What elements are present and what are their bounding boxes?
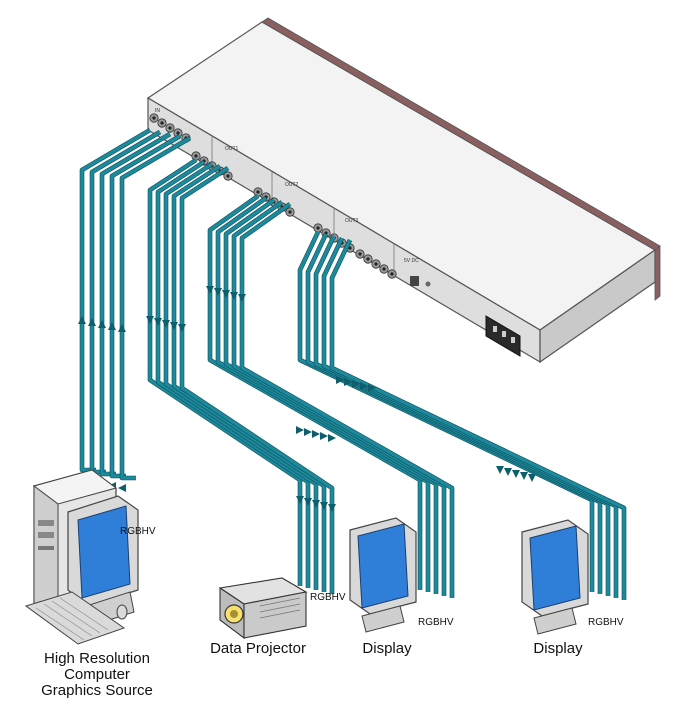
signal-arrow bbox=[320, 432, 328, 440]
cable-bundle-out3-wire bbox=[330, 239, 626, 600]
signal-arrow bbox=[230, 292, 238, 300]
signal-arrow bbox=[344, 378, 352, 386]
bnc-connector-pin bbox=[160, 121, 164, 125]
signal-arrow bbox=[360, 382, 368, 390]
source-label-line-2: Computer bbox=[64, 666, 130, 683]
bnc-connector-pin bbox=[366, 257, 370, 261]
bnc-connector-pin bbox=[358, 252, 362, 256]
bnc-connector-pin bbox=[256, 190, 260, 194]
cable-bundle-out2-wire bbox=[240, 202, 454, 598]
signal-arrow bbox=[312, 500, 320, 508]
rgbhv-label-projector: RGBHV bbox=[310, 592, 346, 603]
signal-arrow bbox=[108, 322, 116, 330]
bnc-connector-pin bbox=[152, 116, 156, 120]
display-1 bbox=[349, 517, 417, 633]
computer-keyboard bbox=[24, 591, 126, 645]
bnc-connector-pin bbox=[226, 174, 230, 178]
dc-power-led bbox=[425, 281, 431, 287]
signal-arrow bbox=[146, 316, 154, 324]
display-1-screen bbox=[357, 523, 409, 609]
distribution-amplifier: IN OUT1 OUT2 OUT3 5V DC bbox=[146, 17, 661, 364]
signal-arrow bbox=[222, 290, 230, 298]
signal-arrow bbox=[368, 384, 376, 392]
display-2 bbox=[521, 519, 589, 635]
signal-arrow bbox=[320, 502, 328, 510]
signal-arrow bbox=[118, 484, 126, 492]
signal-arrow bbox=[296, 426, 304, 434]
signal-arrow bbox=[504, 468, 512, 476]
signal-arrow bbox=[178, 324, 186, 332]
computer-monitor-screen bbox=[77, 505, 131, 599]
cable-bundle-out3-wire bbox=[306, 233, 602, 594]
signal-arrow bbox=[304, 428, 312, 436]
bnc-connector-pin bbox=[176, 131, 180, 135]
data-projector bbox=[218, 577, 308, 640]
rgbhv-label-display-2: RGBHV bbox=[588, 617, 624, 628]
bnc-connector-pin bbox=[382, 267, 386, 271]
signal-arrow bbox=[296, 496, 304, 504]
signal-arrow bbox=[328, 504, 336, 512]
rgbhv-label-display-1: RGBHV bbox=[418, 617, 454, 628]
signal-arrow bbox=[312, 430, 320, 438]
cable-bundle-out3-wire bbox=[314, 235, 610, 596]
signal-arrow bbox=[88, 318, 96, 326]
bnc-connector-pin bbox=[168, 126, 172, 130]
bnc-connector-pin bbox=[288, 210, 292, 214]
panel-label-out2: OUT2 bbox=[285, 182, 299, 188]
signal-arrow bbox=[528, 474, 536, 482]
display-2-screen bbox=[529, 525, 581, 611]
cable-bundle-out3-wire bbox=[298, 231, 594, 592]
signal-arrow bbox=[78, 316, 86, 324]
signal-arrow bbox=[154, 318, 162, 326]
signal-arrow bbox=[238, 294, 246, 302]
projector-label: Data Projector bbox=[210, 640, 306, 657]
cable-bundle-out2-wire bbox=[232, 200, 446, 596]
cable-bundle-out1-wire bbox=[156, 160, 310, 588]
dc-power-jack bbox=[410, 276, 419, 286]
signal-arrow bbox=[304, 498, 312, 506]
signal-arrow bbox=[206, 286, 214, 294]
cable-bundle-out2-wire bbox=[216, 196, 430, 592]
signal-arrow bbox=[118, 324, 126, 332]
display-2-label: Display bbox=[533, 640, 583, 657]
panel-label-in: IN bbox=[155, 108, 160, 114]
signal-arrow bbox=[336, 376, 344, 384]
computer-mouse bbox=[116, 604, 128, 620]
signal-arrow bbox=[520, 472, 528, 480]
signal-arrow bbox=[162, 320, 170, 328]
cable-bundle-out1-wire bbox=[164, 162, 318, 590]
bnc-connector-pin bbox=[390, 272, 394, 276]
cable-bundle-out2-wire bbox=[224, 198, 438, 594]
signal-arrow bbox=[170, 322, 178, 330]
ac-power-socket bbox=[485, 315, 521, 357]
signal-arrow bbox=[512, 470, 520, 478]
signal-arrow bbox=[98, 320, 106, 328]
bnc-connector-pin bbox=[194, 154, 198, 158]
cable-bundle-out2-wire bbox=[208, 194, 422, 590]
source-label-line-1: High Resolution bbox=[44, 650, 150, 667]
cable-bundle-out3-wire bbox=[322, 237, 618, 598]
chassis-rim-side bbox=[654, 245, 661, 301]
display-1-label: Display bbox=[362, 640, 412, 657]
panel-label-power: 5V DC bbox=[404, 258, 419, 264]
cable-bundle-out1-wire bbox=[148, 158, 302, 586]
cable-bundle-out1-wire bbox=[180, 166, 334, 594]
signal-arrow bbox=[352, 380, 360, 388]
computer-source bbox=[24, 469, 139, 645]
panel-label-out3: OUT3 bbox=[345, 218, 359, 224]
signal-arrow bbox=[328, 434, 336, 442]
bnc-connector-pin bbox=[348, 246, 352, 250]
cables bbox=[78, 128, 627, 600]
panel-label-out1: OUT1 bbox=[225, 146, 239, 152]
source-label-line-3: Graphics Source bbox=[41, 682, 153, 699]
signal-arrow bbox=[214, 288, 222, 296]
bnc-connector-pin bbox=[374, 262, 378, 266]
signal-arrow bbox=[496, 466, 504, 474]
cable-bundle-out1-wire bbox=[172, 164, 326, 592]
rgbhv-label-source: RGBHV bbox=[120, 526, 156, 537]
bnc-connector-pin bbox=[316, 226, 320, 230]
